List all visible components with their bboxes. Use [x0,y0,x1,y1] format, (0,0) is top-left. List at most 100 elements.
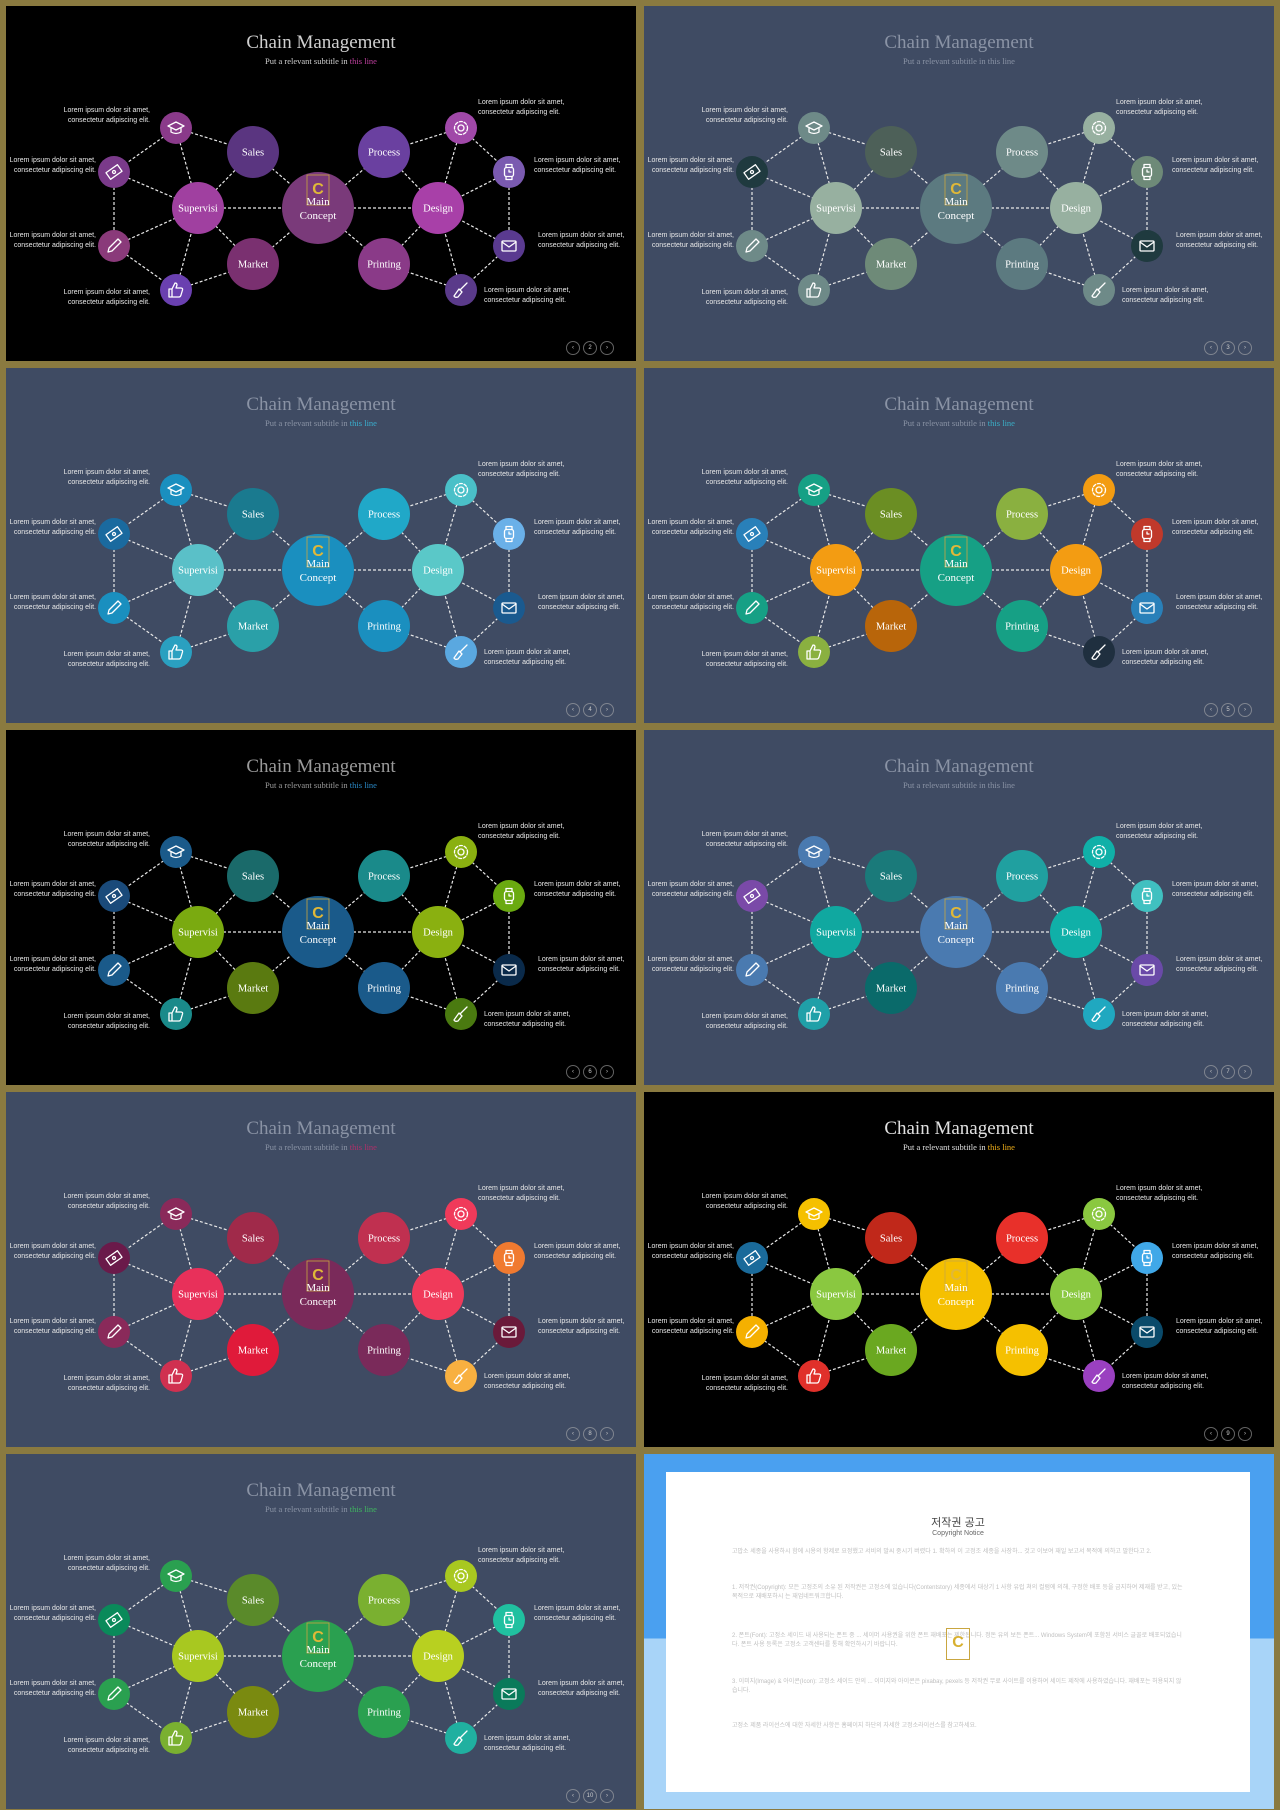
subtitle-text: Put a relevant subtitle in [265,1142,350,1152]
connector-line [1075,1213,1100,1295]
notice-paragraph: 고정소 제품 라이선스에 대한 자세한 사항은 홈페이지 하단의 자세한 고정소… [732,1723,977,1729]
main-concept-circle [920,534,992,606]
next-page-button[interactable]: › [1238,1065,1252,1079]
prev-page-button[interactable]: ‹ [566,703,580,717]
main-concept-circle [920,172,992,244]
connector-line [175,1213,199,1295]
prev-page-button[interactable]: ‹ [1204,341,1218,355]
main-concept-line2: Concept [300,572,337,584]
next-page-button[interactable]: › [600,341,614,355]
node-supervisi-circle [172,1630,224,1682]
connector-line [437,851,462,933]
lorem-label: Lorem ipsum dolor sit amet, consectetur … [484,1011,571,1028]
brush-icon [445,998,477,1030]
connector-line [813,851,837,933]
node-printing-label: Printing [367,1708,402,1719]
node-process-circle [358,488,410,540]
lorem-label: Lorem ipsum dolor sit amet, consectetur … [9,1243,96,1260]
thumbs-up-icon [160,1722,192,1754]
slide-subtitle: Put a relevant subtitle in this line [6,56,636,66]
next-page-button[interactable]: › [600,703,614,717]
brush-icon [1083,1360,1115,1392]
thumbs-up-icon [798,274,830,306]
graduation-cap-icon [798,112,830,144]
pager: ‹7› [1204,1065,1252,1079]
lorem-label: Lorem ipsum dolor sit amet, consectetur … [647,519,734,536]
gear-icon [445,1198,477,1230]
connector-line [175,851,199,933]
lorem-label: Lorem ipsum dolor sit amet, consectetur … [538,594,625,611]
prev-page-button[interactable]: ‹ [1204,1427,1218,1441]
node-process-label: Process [1006,872,1038,883]
notice-paragraph: 1. 저작권(Copyright): 모든 고정조의 소유 된 저작권은 고정소… [732,1585,1183,1600]
envelope-icon [493,1678,525,1710]
node-sales-label: Sales [880,510,902,521]
node-printing-circle [996,600,1048,652]
next-page-button[interactable]: › [1238,341,1252,355]
connector-line [175,1575,199,1657]
lorem-label: Lorem ipsum dolor sit amet, consectetur … [1116,1185,1203,1202]
prev-page-button[interactable]: ‹ [566,1789,580,1803]
logo-watermark-glyph: C [950,181,962,198]
logo-watermark-glyph: C [312,1629,324,1646]
next-page-button[interactable]: › [1238,1427,1252,1441]
lorem-label: Lorem ipsum dolor sit amet, consectetur … [63,1555,150,1572]
logo-watermark [306,898,330,930]
node-process-label: Process [368,148,400,159]
lorem-label: Lorem ipsum dolor sit amet, consectetur … [478,823,565,840]
connector-line [1075,489,1100,571]
thumbs-up-icon [160,1360,192,1392]
subtitle-highlight: this line [987,56,1015,66]
next-page-button[interactable]: › [600,1427,614,1441]
subtitle-highlight: this line [987,418,1015,428]
lorem-label: Lorem ipsum dolor sit amet, consectetur … [484,1373,571,1390]
connector-line [437,1575,462,1657]
node-printing-label: Printing [367,622,402,633]
node-printing-circle [358,1686,410,1738]
watch-icon [1131,1242,1163,1274]
lorem-label: Lorem ipsum dolor sit amet, consectetur … [1176,594,1263,611]
lorem-label: Lorem ipsum dolor sit amet, consectetur … [478,461,565,478]
next-page-button[interactable]: › [1238,703,1252,717]
notice-title: 저작권 공고 [931,1517,985,1529]
subtitle-highlight: this line [349,1142,377,1152]
lorem-label: Lorem ipsum dolor sit amet, consectetur … [1172,157,1259,174]
lorem-label: Lorem ipsum dolor sit amet, consectetur … [538,1318,625,1335]
lorem-label: Lorem ipsum dolor sit amet, consectetur … [538,956,625,973]
chain-diagram: SalesSupervisiMarketProcessDesignPrintin… [736,836,1163,1030]
prev-page-button[interactable]: ‹ [1204,703,1218,717]
main-concept-line2: Concept [938,934,975,946]
node-printing-label: Printing [367,984,402,995]
chain-diagram: SalesSupervisiMarketProcessDesignPrintin… [98,836,525,1030]
prev-page-button[interactable]: ‹ [1204,1065,1218,1079]
prev-page-button[interactable]: ‹ [566,1427,580,1441]
envelope-icon [1131,592,1163,624]
node-market-label: Market [876,984,906,995]
slide-subtitle: Put a relevant subtitle in this line [6,418,636,428]
lorem-label: Lorem ipsum dolor sit amet, consectetur … [484,287,571,304]
node-design-circle [412,906,464,958]
prev-page-button[interactable]: ‹ [566,341,580,355]
next-page-button[interactable]: › [600,1065,614,1079]
next-page-button[interactable]: › [600,1789,614,1803]
lorem-label: Lorem ipsum dolor sit amet, consectetur … [9,232,96,249]
prev-page-button[interactable]: ‹ [566,1065,580,1079]
main-concept-circle [282,1258,354,1330]
node-market-circle [227,1324,279,1376]
watch-icon [493,1604,525,1636]
logo-watermark-glyph: C [312,543,324,560]
logo-watermark [944,536,968,568]
pencil-icon [98,592,130,624]
node-supervisi-circle [810,1268,862,1320]
watch-icon [1131,156,1163,188]
